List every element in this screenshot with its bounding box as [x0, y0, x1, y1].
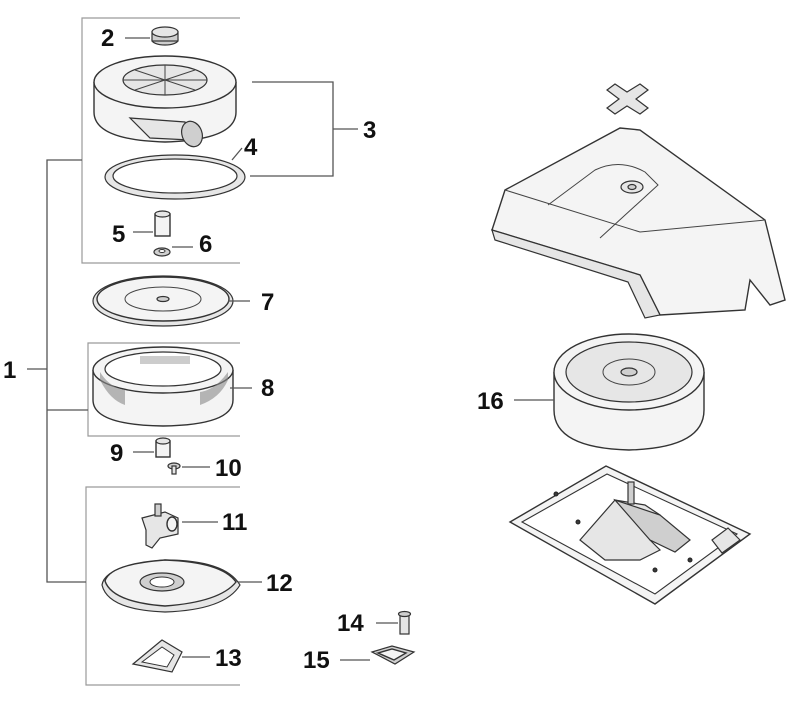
- callout-15: 15: [303, 647, 330, 674]
- bracket-3: [250, 81, 358, 177]
- part-8-filter: [92, 346, 252, 427]
- part-16-filter: [514, 333, 705, 451]
- part-5-spacer: [133, 210, 171, 237]
- bracket-1: [27, 159, 88, 583]
- callout-6: 6: [199, 231, 212, 258]
- part-9-spacer: [133, 437, 171, 458]
- callout-7: 7: [261, 289, 274, 316]
- callout-2: 2: [101, 25, 114, 52]
- callout-8: 8: [261, 375, 274, 402]
- callout-9: 9: [110, 440, 123, 467]
- part-2-knob: [125, 26, 179, 46]
- callout-11: 11: [222, 509, 247, 536]
- part-12-base: [101, 559, 262, 613]
- callout-14: 14: [337, 610, 364, 637]
- part-16-cover: [491, 127, 786, 319]
- group-box-bottom: [85, 486, 240, 686]
- callout-10: 10: [215, 455, 242, 482]
- part-6-nut: [153, 246, 193, 257]
- part-3-cover: [93, 55, 237, 148]
- callout-5: 5: [112, 221, 125, 248]
- group-box-top: [81, 17, 240, 264]
- callout-13: 13: [215, 645, 242, 672]
- part-14-bolt: [376, 610, 412, 635]
- part-clip: [606, 83, 649, 115]
- callout-3: 3: [363, 117, 376, 144]
- callout-16: 16: [477, 388, 504, 415]
- callout-12: 12: [266, 570, 293, 597]
- part-7-plate: [92, 275, 250, 327]
- part-base-tray: [508, 465, 752, 605]
- callout-1: 1: [3, 357, 16, 384]
- callout-4: 4: [244, 134, 258, 161]
- part-11-bracket: [141, 503, 218, 549]
- part-4-gasket: [104, 147, 246, 200]
- part-13-gasket: [131, 639, 210, 673]
- part-10-screw: [167, 462, 210, 475]
- group-box-middle: [87, 342, 240, 437]
- part-15-bracket: [340, 645, 416, 665]
